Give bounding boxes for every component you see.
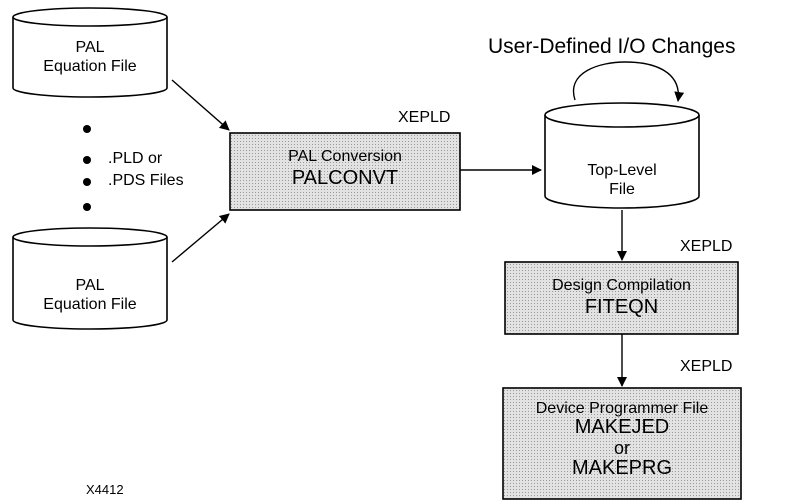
palconvt-box (229, 132, 461, 211)
makejed-line1: MAKEJED (574, 416, 670, 439)
makejed-subtitle: Device Programmer File (535, 400, 709, 417)
palconvt-tag: XEPLD (398, 109, 451, 126)
makejed-line2: or (613, 437, 630, 458)
fiteqn-subtitle: Design Compilation (552, 277, 691, 294)
bullet-dot (83, 125, 91, 133)
input-file-cylinder-bottom (12, 227, 168, 330)
input-file-line1: PAL (75, 277, 105, 294)
makejed-line3: MAKEPRG (571, 457, 673, 480)
top-level-file-line1: Top-Level (587, 162, 657, 179)
bullet-dot (83, 203, 91, 211)
fiteqn-box (504, 261, 739, 335)
makejed-box (502, 387, 742, 500)
makejed-label: Device Programmer File MAKEJED or MAKEPR… (503, 400, 741, 480)
top-level-file-cylinder (544, 102, 700, 209)
diagram-title: User-Defined I/O Changes (488, 35, 736, 58)
input-file-line2: Equation File (43, 295, 137, 313)
arrow-top-file-to-palconvt (171, 79, 230, 131)
arrow-bottom-file-to-palconvt (171, 213, 230, 263)
bullet-dot (83, 178, 91, 186)
makejed-tag: XEPLD (680, 358, 733, 375)
input-file-line1: PAL (75, 39, 105, 56)
fiteqn-label: Design Compilation FITEQN (505, 277, 738, 319)
palconvt-subtitle: PAL Conversion (288, 148, 402, 165)
input-file-line2: Equation File (43, 57, 137, 75)
palconvt-label: PAL Conversion PALCONVT (230, 148, 460, 190)
palconvt-name: PALCONVT (291, 166, 399, 189)
input-file-label-bottom: PAL Equation File (13, 277, 167, 315)
fiteqn-tag: XEPLD (680, 238, 733, 255)
loop-arrow-user-changes (572, 61, 685, 102)
file-types-note-line1: .PLD or (108, 150, 163, 167)
fiteqn-name: FITEQN (584, 295, 659, 318)
input-file-cylinder-top (12, 7, 168, 98)
bullet-dot (83, 156, 91, 164)
file-types-note-line2: .PDS Files (108, 172, 184, 189)
input-file-label-top: PAL Equation File (13, 39, 167, 77)
figure-id: X4412 (86, 482, 124, 497)
top-level-file-label: Top-Level File (545, 162, 699, 200)
top-level-file-line2: File (609, 180, 635, 198)
